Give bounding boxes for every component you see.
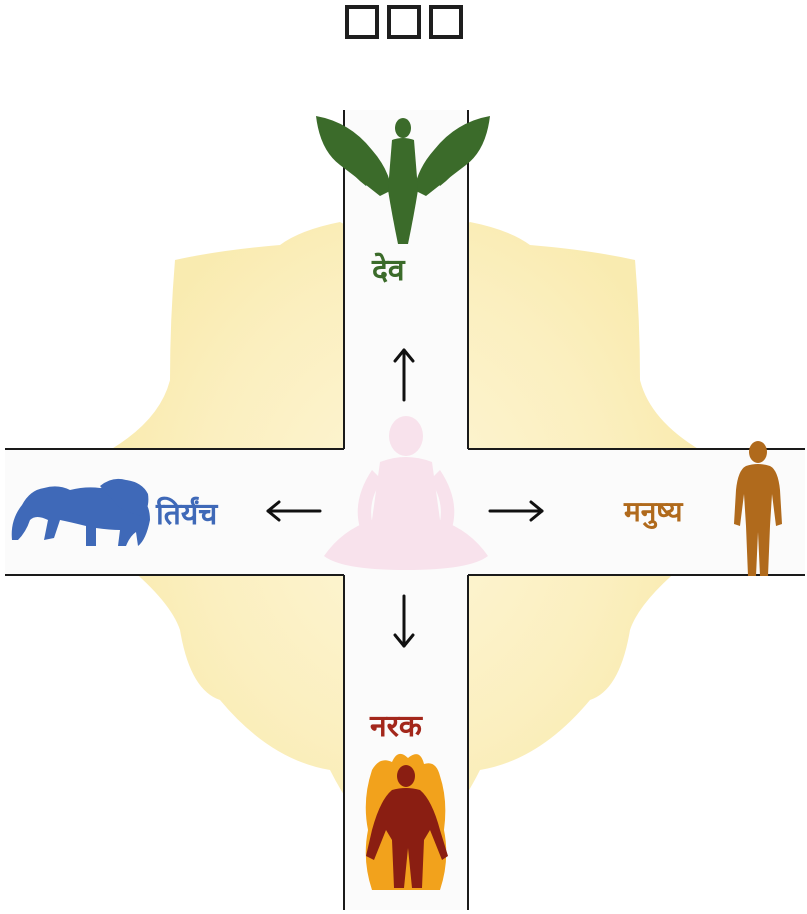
label-dev: देव	[372, 248, 405, 289]
burning-figure-icon	[366, 754, 448, 890]
label-narak: नरक	[370, 704, 422, 745]
label-tiryanch: तिर्यंच	[156, 492, 217, 533]
label-manushya: मनुष्य	[624, 492, 682, 530]
